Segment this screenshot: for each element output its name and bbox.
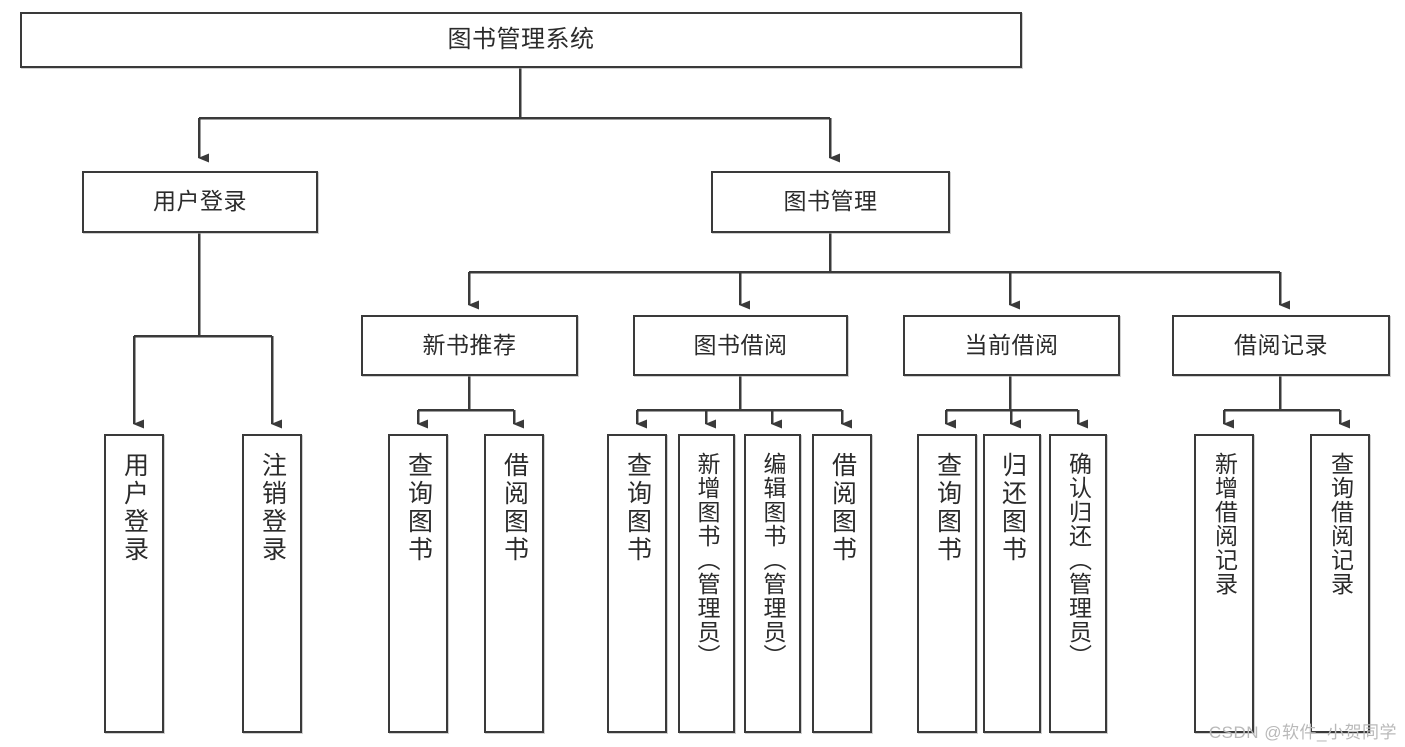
leaf-borrow-book[interactable]: 借阅图书	[812, 434, 872, 733]
node-label: 图书借阅	[693, 331, 788, 358]
node-label: 借阅图书	[828, 452, 857, 564]
node-book-borrow[interactable]: 图书借阅	[633, 315, 848, 376]
node-label: 新增图书（管理员）	[694, 452, 720, 668]
leaf-query-borrow-record[interactable]: 查询借阅记录	[1310, 434, 1370, 733]
node-new-book-recommend[interactable]: 新书推荐	[361, 315, 578, 376]
node-label: 注销登录	[258, 452, 287, 564]
node-root-system[interactable]: 图书管理系统	[20, 12, 1022, 68]
node-label: 借阅图书	[500, 452, 529, 564]
node-label: 用户登录	[120, 452, 149, 564]
node-label: 查询借阅记录	[1327, 452, 1354, 596]
leaf-confirm-return-admin[interactable]: 确认归还（管理员）	[1049, 434, 1107, 733]
node-label: 用户登录	[153, 188, 247, 215]
node-label: 图书管理系统	[447, 25, 595, 53]
leaf-edit-book-admin[interactable]: 编辑图书（管理员）	[744, 434, 801, 733]
node-book-management[interactable]: 图书管理	[711, 171, 950, 233]
node-label: 查询图书	[933, 452, 962, 564]
node-label: 新书推荐	[422, 331, 517, 358]
node-label: 查询图书	[404, 452, 433, 564]
leaf-user-login[interactable]: 用户登录	[104, 434, 164, 733]
node-label: 当前借阅	[964, 331, 1059, 358]
leaf-add-borrow-record[interactable]: 新增借阅记录	[1194, 434, 1254, 733]
node-current-borrow[interactable]: 当前借阅	[903, 315, 1120, 376]
node-label: 归还图书	[998, 452, 1027, 564]
node-label: 查询图书	[623, 452, 652, 564]
leaf-query-book-borrow[interactable]: 查询图书	[607, 434, 667, 733]
leaf-return-book[interactable]: 归还图书	[983, 434, 1041, 733]
node-label: 确认归还（管理员）	[1065, 452, 1092, 668]
node-borrow-record[interactable]: 借阅记录	[1172, 315, 1390, 376]
node-user-login[interactable]: 用户登录	[82, 171, 318, 233]
node-label: 借阅记录	[1234, 331, 1328, 358]
node-label: 编辑图书（管理员）	[760, 452, 786, 668]
leaf-logout[interactable]: 注销登录	[242, 434, 302, 733]
leaf-query-book-new[interactable]: 查询图书	[388, 434, 448, 733]
leaf-borrow-book-new[interactable]: 借阅图书	[484, 434, 544, 733]
leaf-query-book-current[interactable]: 查询图书	[917, 434, 977, 733]
node-label: 新增借阅记录	[1211, 452, 1238, 596]
node-label: 图书管理	[783, 188, 878, 215]
leaf-add-book-admin[interactable]: 新增图书（管理员）	[678, 434, 735, 733]
